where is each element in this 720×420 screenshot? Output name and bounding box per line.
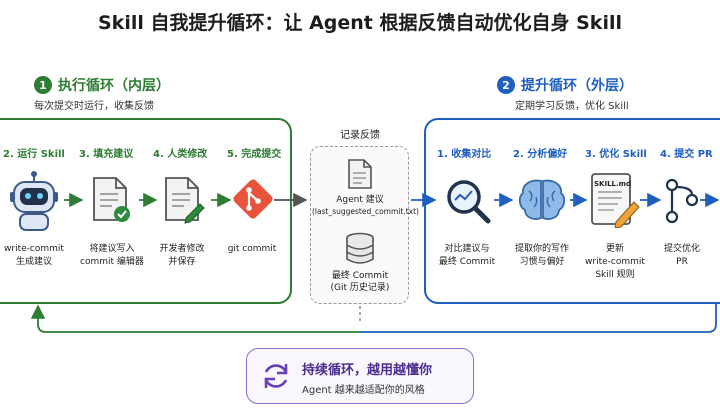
outer-step-label-3: 3. 优化 Skill — [585, 149, 647, 160]
caption-line: write-commit — [4, 244, 64, 254]
git-icon — [233, 179, 273, 219]
record-line: (last_suggested_commit.txt) — [312, 207, 419, 216]
caption-line: 提交优化 — [663, 244, 700, 254]
outer-step-label-2: 2. 分析偏好 — [513, 149, 568, 160]
outer-step-caption-3: 更新 write-commit Skill 规则 — [580, 243, 650, 282]
caption-line: 提取你的写作 — [514, 244, 569, 254]
database-icon — [346, 232, 374, 264]
outer-step-caption-1: 对比建议与 最终 Commit — [432, 243, 502, 269]
magnifier-icon — [447, 180, 491, 224]
inner-loop-number-badge: 1 — [34, 76, 52, 94]
caption-line: 最终 Commit — [438, 257, 496, 267]
caption-line: PR — [676, 257, 688, 267]
caption-line: 更新 — [605, 244, 624, 254]
page-title: Skill 自我提升循环：让 Agent 根据反馈自动优化自身 Skill — [98, 12, 622, 34]
record-feedback-title: 记录反馈 — [340, 130, 380, 141]
caption-line: 开发者修改 — [159, 244, 205, 254]
caption-line: 对比建议与 — [444, 244, 490, 254]
outer-loop-header: 2 提升循环（外层） — [497, 75, 633, 95]
outer-step-caption-4: 提交优化 PR — [654, 243, 710, 269]
callout-subtitle: Agent 越来越适配你的风格 — [302, 385, 425, 396]
caption-line: Skill 规则 — [595, 270, 635, 280]
outer-loop-subtitle: 定期学习反馈，优化 Skill — [515, 101, 629, 112]
refresh-cycle-icon — [264, 364, 288, 388]
outer-loop-title: 提升循环（外层） — [521, 78, 633, 94]
record-line: Agent 建议 — [336, 195, 384, 205]
outer-step-caption-2: 提取你的写作 习惯与偏好 — [506, 243, 578, 269]
caption-line: 将建议写入 — [89, 244, 135, 254]
inner-step-label-1: 2. 运行 Skill — [3, 149, 65, 160]
outer-loop-box — [424, 118, 720, 304]
inner-loop-subtitle: 每次提交时运行，收集反馈 — [34, 101, 154, 112]
robot-icon — [10, 171, 58, 231]
inner-step-label-2: 3. 填充建议 — [79, 149, 134, 160]
inner-step-label-3: 4. 人类修改 — [153, 149, 208, 160]
callout-title: 持续循环，越用越懂你 — [302, 363, 433, 378]
skill-doc-label: SKILL.md — [594, 180, 631, 188]
continuous-loop-callout — [246, 348, 474, 404]
caption-line: git commit — [227, 244, 277, 254]
inner-step-caption-4: git commit — [222, 243, 282, 256]
inner-loop-title: 执行循环（内层） — [58, 78, 170, 94]
inner-step-caption-3: 开发者修改 并保存 — [148, 243, 216, 269]
caption-line: write-commit — [585, 257, 645, 267]
outer-step-label-1: 1. 收集对比 — [437, 149, 492, 160]
brain-icon — [518, 179, 566, 220]
inner-loop-box — [0, 118, 292, 304]
inner-step-label-4: 5. 完成提交 — [227, 149, 282, 160]
document-check-icon — [93, 177, 130, 222]
record-line: 最终 Commit — [331, 271, 389, 281]
inner-step-caption-1: write-commit 生成建议 — [0, 243, 68, 269]
record-item-suggestion: Agent 建议 (last_suggested_commit.txt) — [312, 194, 419, 218]
document-pen-icon — [165, 177, 205, 224]
inner-loop-header: 1 执行循环（内层） — [34, 75, 170, 95]
caption-line: 生成建议 — [15, 257, 52, 267]
outer-loop-number-badge: 2 — [497, 76, 515, 94]
outer-return-line — [360, 304, 717, 333]
inner-return-line — [30, 304, 360, 333]
caption-line: commit 编辑器 — [80, 257, 144, 267]
inner-step-caption-2: 将建议写入 commit 编辑器 — [74, 243, 150, 269]
skill-doc-icon — [591, 173, 640, 228]
caption-line: 并保存 — [168, 257, 196, 267]
caption-line: 习惯与偏好 — [519, 257, 565, 267]
suggestion-file-icon — [348, 159, 372, 189]
outer-step-label-4: 4. 提交 PR — [660, 149, 713, 160]
record-line: (Git 历史记录) — [330, 283, 390, 293]
record-item-commit: 最终 Commit (Git 历史记录) — [312, 270, 408, 294]
pull-request-icon — [665, 178, 699, 224]
